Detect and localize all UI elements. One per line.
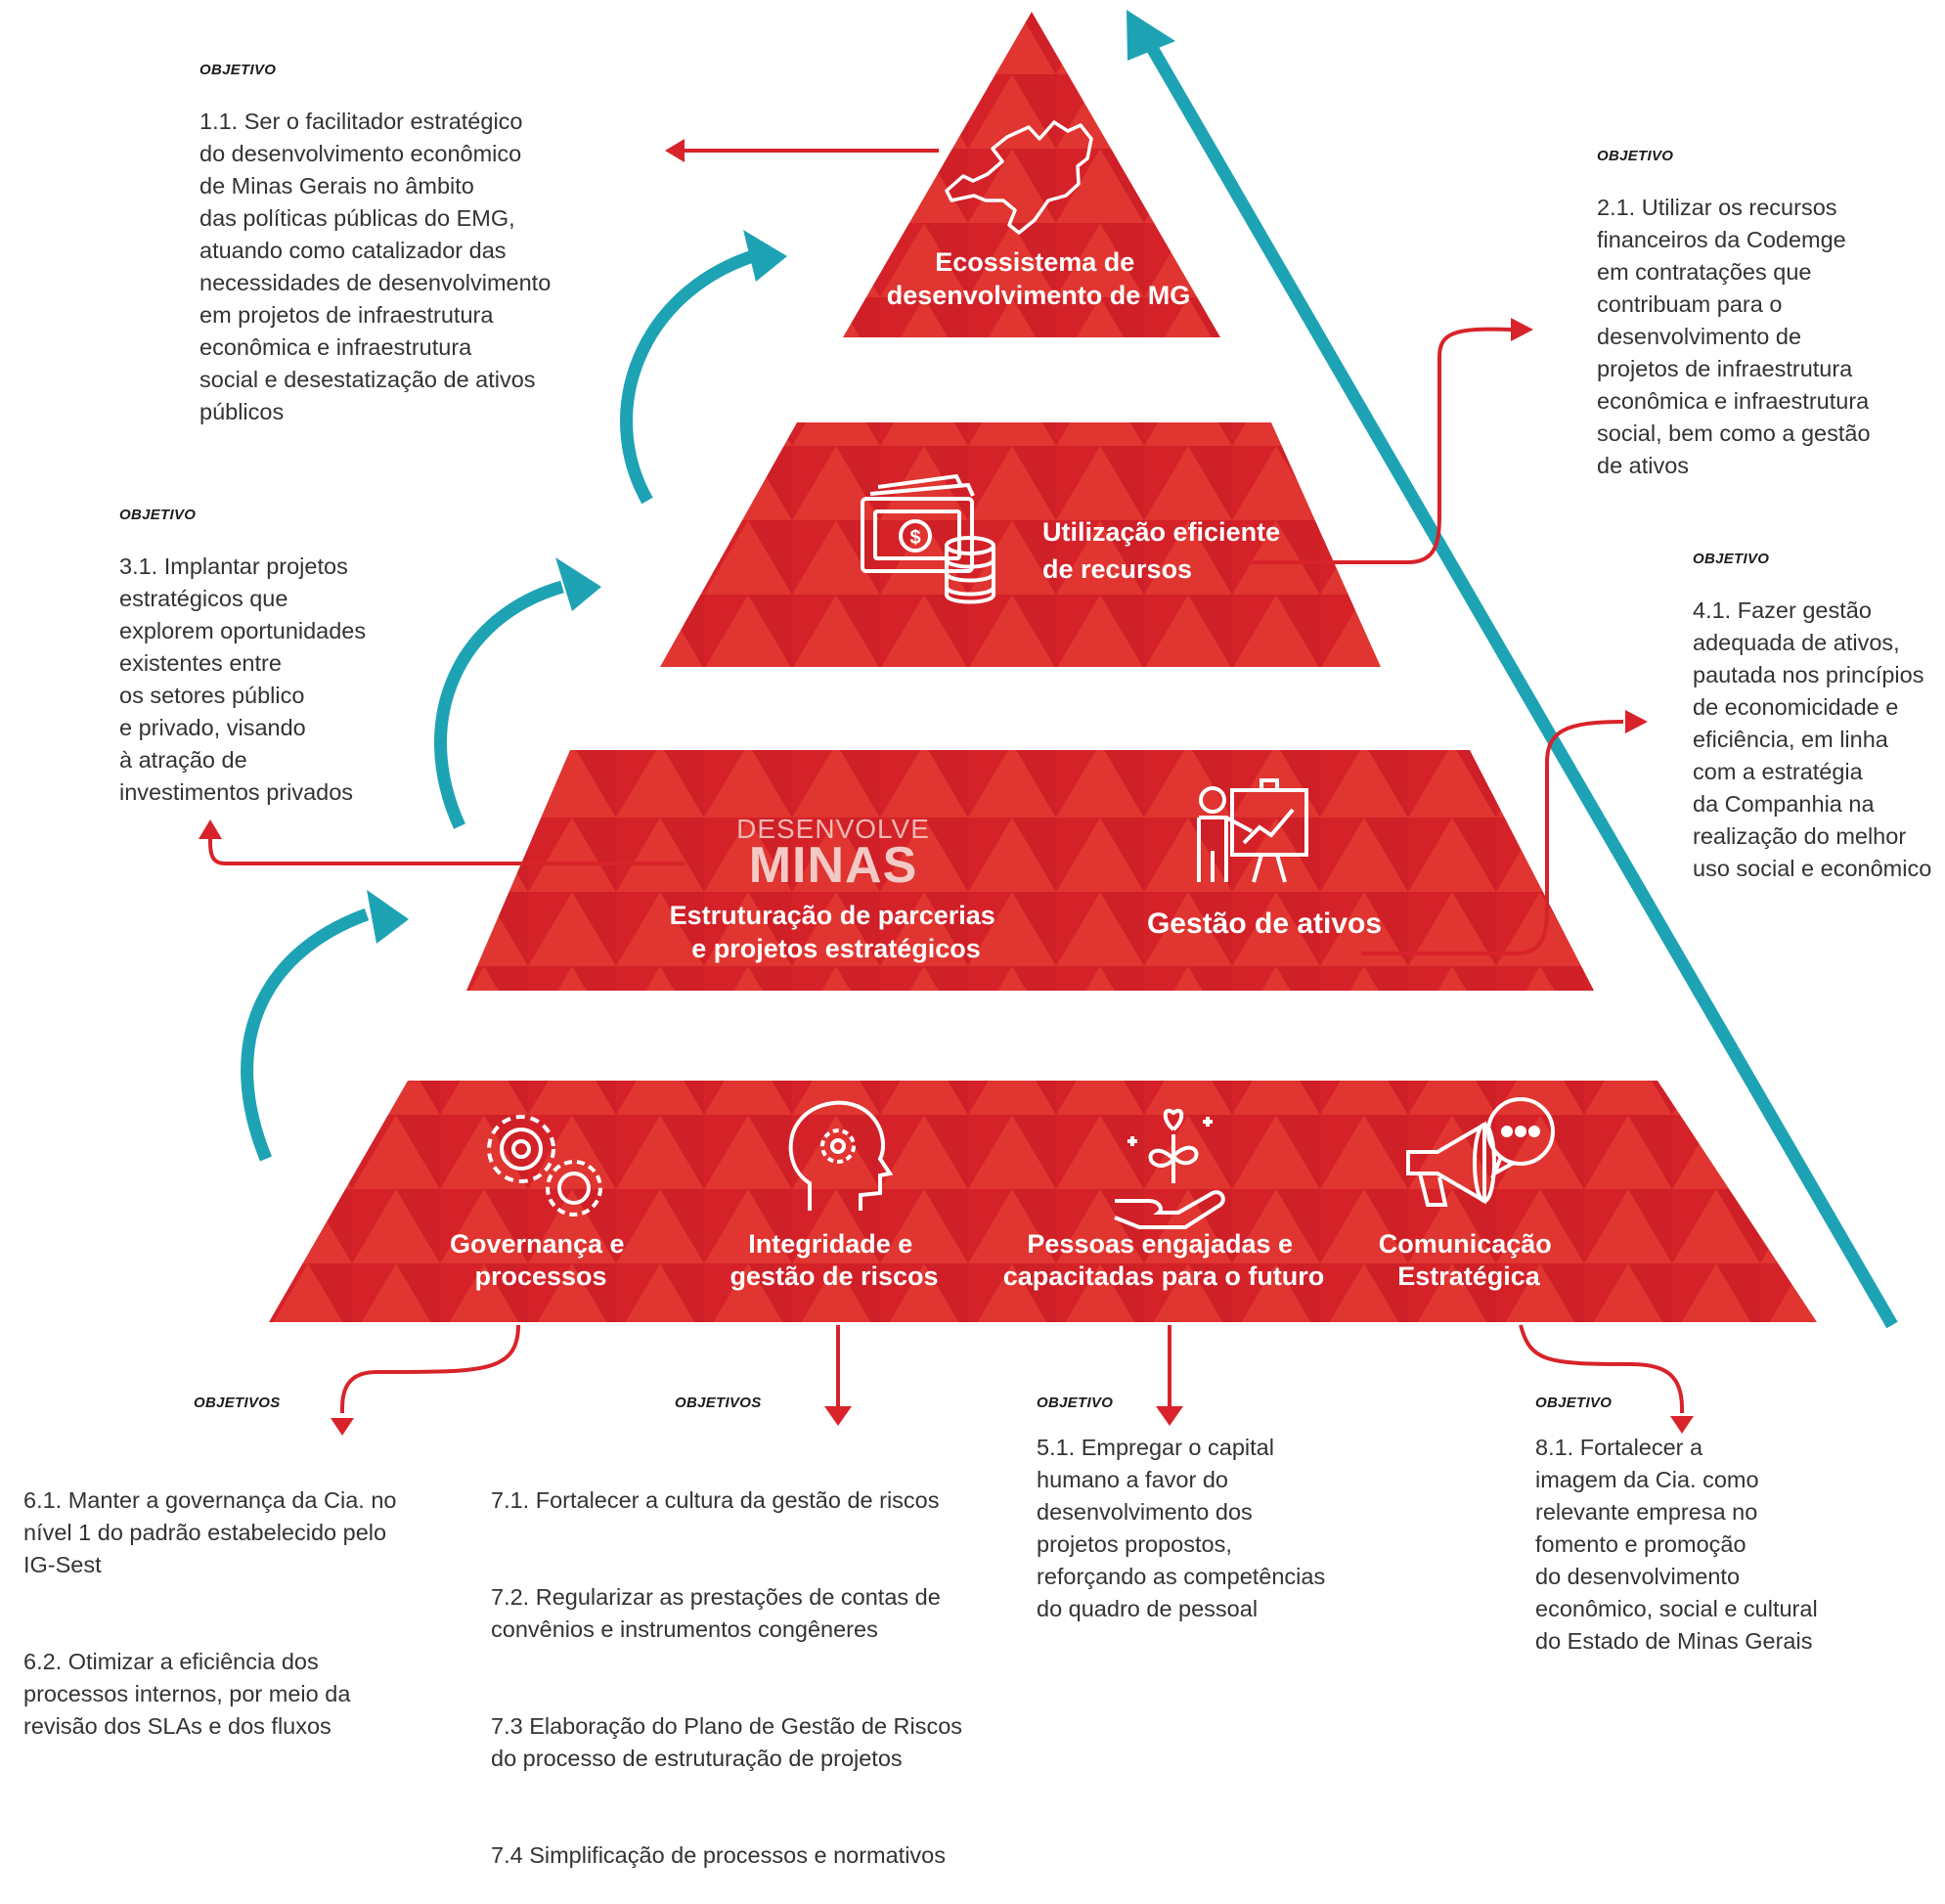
connector-to-objective-3 <box>199 819 685 865</box>
objective-1: OBJETIVO 1.1. Ser o facilitador estratég… <box>199 62 591 428</box>
tier-third-shape <box>466 750 1594 991</box>
objective-5-text: 5.1. Empregar o capital humano a favor d… <box>1037 1435 1326 1621</box>
strategy-pyramid-diagram: Ecossistema de desenvolvimento de MG $ U… <box>199 10 1898 1436</box>
svg-text:$: $ <box>909 527 920 549</box>
objective-1-text: 1.1. Ser o facilitador estratégico do de… <box>199 109 552 424</box>
objective-5-label: OBJETIVO <box>1037 1395 1114 1411</box>
objective-7-item: 7.1. Fortalecer a cultura da gestão de r… <box>491 1487 940 1513</box>
connector-to-objective-6 <box>331 1324 520 1436</box>
objective-5: OBJETIVO 5.1. Empregar o capital humano … <box>1037 1395 1359 1625</box>
objective-7-item: 7.3 Elaboração do Plano de Gestão de Ris… <box>491 1713 963 1771</box>
connector-to-objective-8 <box>1519 1324 1694 1434</box>
gears-icon <box>487 1115 602 1217</box>
objective-6-label: OBJETIVOS <box>194 1395 281 1411</box>
hand-plant-icon <box>1114 1108 1225 1229</box>
connector-to-objective-2 <box>1250 318 1533 564</box>
presentation-chart-icon <box>1197 778 1308 883</box>
connector-to-objective-5 <box>1156 1325 1183 1426</box>
connector-to-objective-1 <box>665 139 939 162</box>
objective-4-label: OBJETIVO <box>1693 551 1770 567</box>
teal-curved-arrow-2 <box>433 557 601 829</box>
teal-curved-arrow-1 <box>241 890 409 1162</box>
tier-top-shape <box>843 12 1220 337</box>
objective-3-label: OBJETIVO <box>119 507 197 523</box>
base-title-integridade: Integridade e gestão de riscos <box>729 1229 938 1291</box>
objective-7-item: 7.4 Simplificação de processos e normati… <box>491 1842 946 1868</box>
objective-2: OBJETIVO 2.1. Utilizar os recursos finan… <box>1597 148 1910 482</box>
objective-8-text: 8.1. Fortalecer a imagem da Cia. como re… <box>1535 1435 1818 1654</box>
objective-8: OBJETIVO 8.1. Fortalecer a imagem da Cia… <box>1535 1395 1868 1658</box>
tier-second-shape <box>660 422 1381 667</box>
objective-2-label: OBJETIVO <box>1597 148 1674 164</box>
connector-to-objective-7 <box>824 1325 852 1426</box>
objective-6-item: 6.2. Otimizar a eficiência dos processos… <box>23 1649 351 1739</box>
brand-desenvolve: DESENVOLVE <box>736 814 930 844</box>
objective-2-text: 2.1. Utilizar os recursos financeiros da… <box>1597 195 1871 478</box>
objective-4-text: 4.1. Fazer gestão adequada de ativos, pa… <box>1693 598 1932 881</box>
megaphone-icon <box>1406 1097 1555 1207</box>
objective-6-item: 6.1. Manter a governança da Cia. no níve… <box>23 1487 397 1577</box>
objective-6-text: 6.1. Manter a governança da Cia. no níve… <box>23 1452 454 1775</box>
objective-3: OBJETIVO 3.1. Implantar projetos estraté… <box>119 507 432 809</box>
brand-minas: MINAS <box>749 837 918 894</box>
teal-diagonal-arrow <box>1127 10 1898 1329</box>
objective-6: OBJETIVOS <box>194 1395 604 1439</box>
tier-top-title: Ecossistema de desenvolvimento de MG <box>887 247 1191 310</box>
base-title-pessoas: Pessoas engajadas e capacitadas para o f… <box>1003 1229 1325 1291</box>
objective-3-text: 3.1. Implantar projetos estratégicos que… <box>119 553 367 805</box>
minas-gerais-map-icon <box>945 120 1093 235</box>
objective-7: OBJETIVOS <box>675 1395 968 1439</box>
head-gear-icon <box>788 1100 894 1211</box>
base-title-governanca: Governança e processos <box>450 1229 632 1291</box>
tier-second-title: Utilização eficiente de recursos <box>1042 517 1288 584</box>
teal-curved-arrow-3 <box>620 230 787 505</box>
objective-8-label: OBJETIVO <box>1535 1395 1613 1411</box>
objective-4: OBJETIVO 4.1. Fazer gestão adequada de a… <box>1693 551 1937 885</box>
tier-third-left-title: Estruturação de parcerias e projetos est… <box>670 901 1003 963</box>
objective-7-label: OBJETIVOS <box>675 1395 762 1411</box>
base-title-comunicacao: Comunicação Estratégica <box>1379 1229 1560 1291</box>
objective-7-item: 7.2. Regularizar as prestações de contas… <box>491 1584 941 1642</box>
money-coins-icon <box>861 473 995 604</box>
connector-to-objective-4 <box>1361 710 1648 955</box>
objective-1-label: OBJETIVO <box>199 62 277 78</box>
objective-7-text: 7.1. Fortalecer a cultura da gestão de r… <box>491 1452 990 1904</box>
tier-base-shape <box>269 1081 1817 1322</box>
tier-third-right-title: Gestão de ativos <box>1147 908 1382 940</box>
